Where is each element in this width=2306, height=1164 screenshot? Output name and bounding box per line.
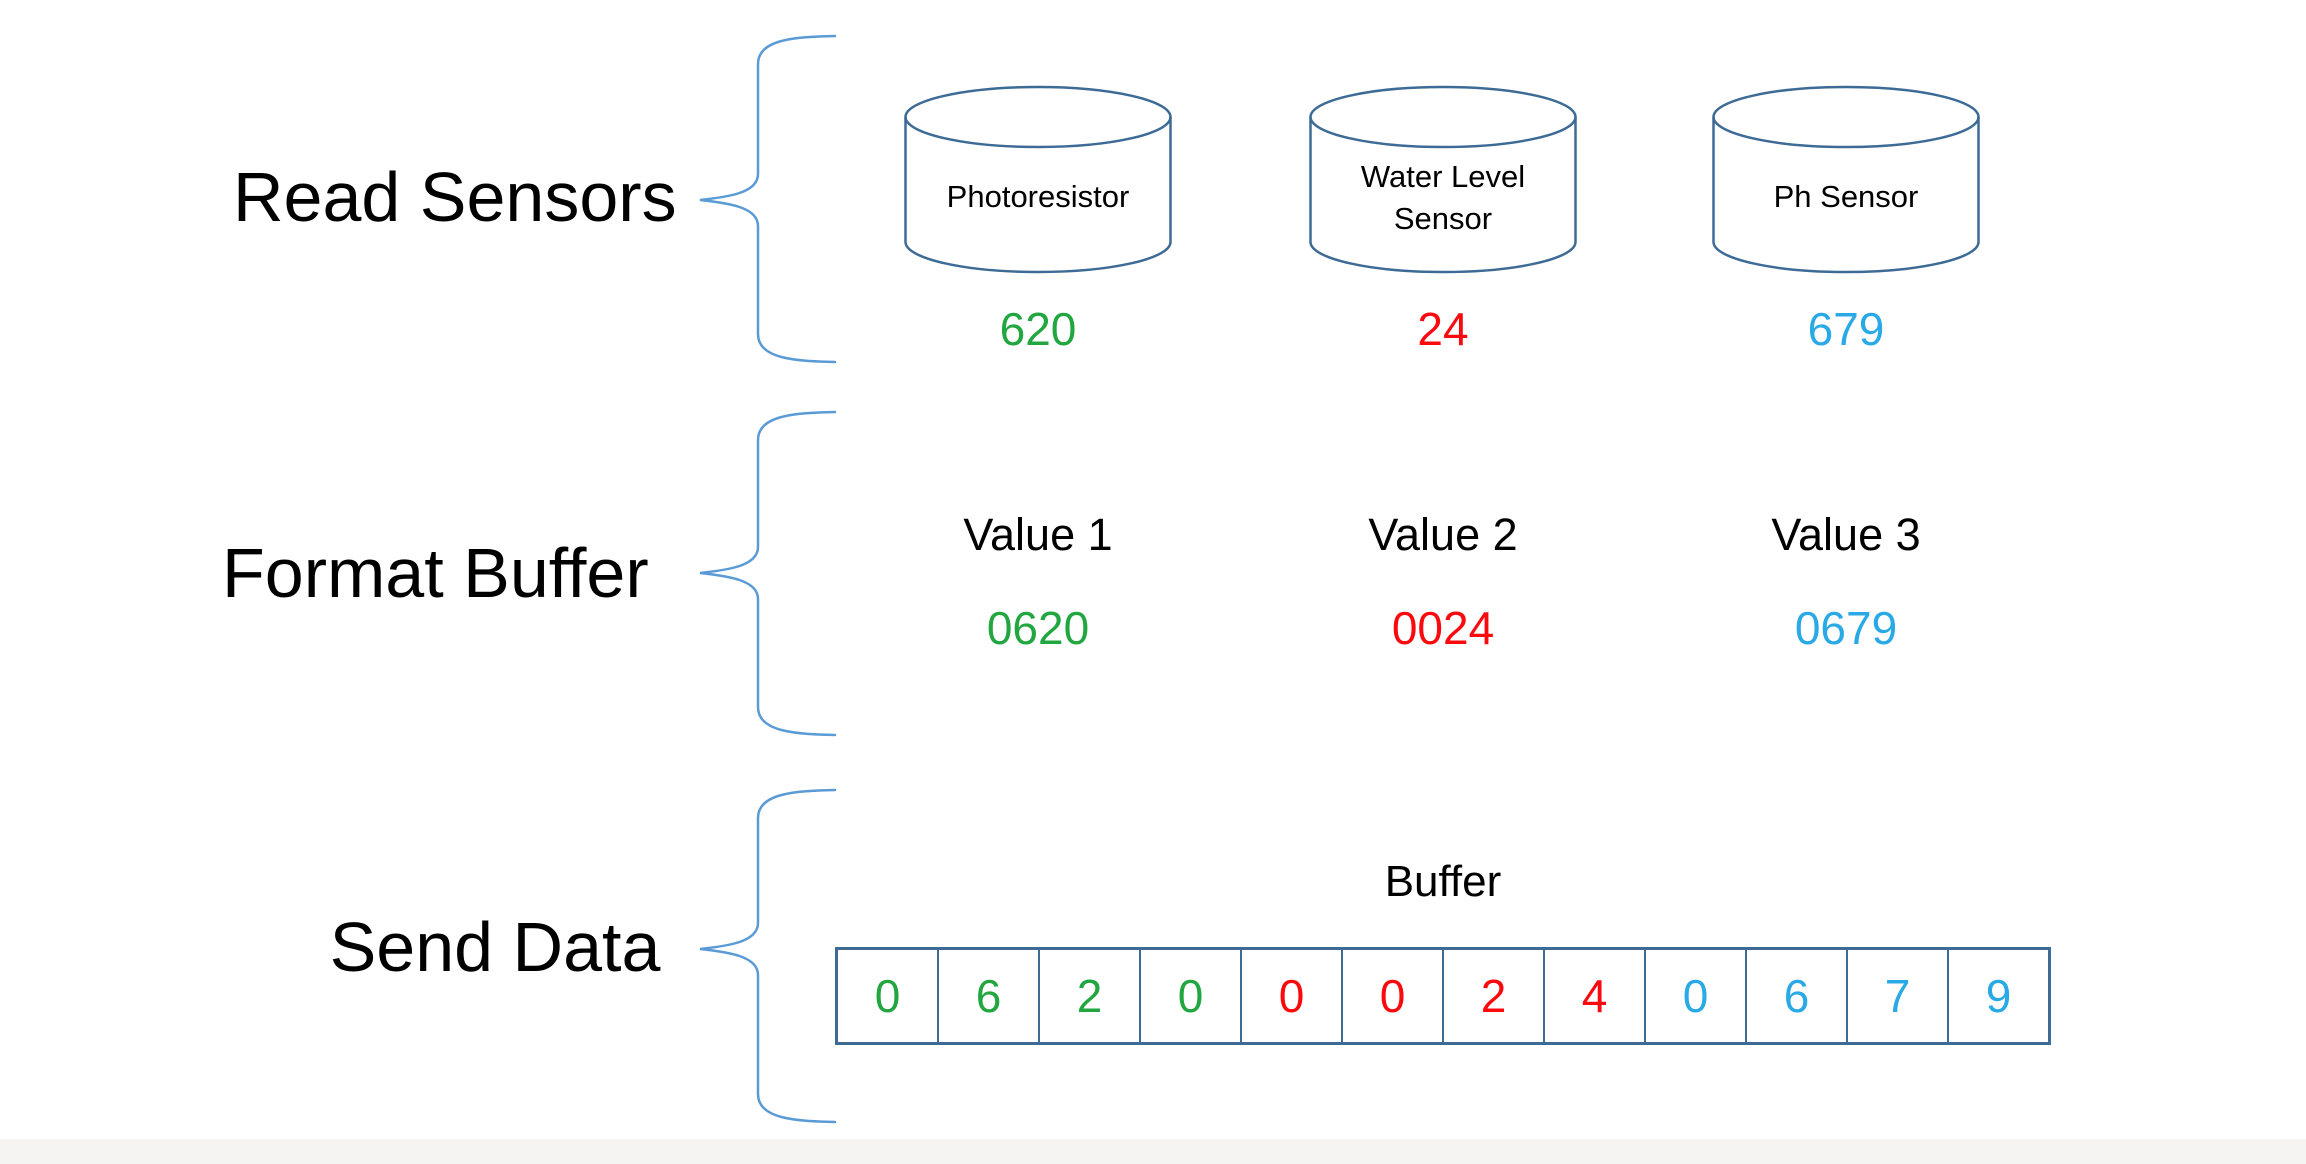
sensor-name-photoresistor: Photoresistor <box>946 179 1130 214</box>
value-label-1: Value 1 <box>963 509 1113 560</box>
buffer-cell: 0 <box>874 970 901 1022</box>
curly-brace-icon-send-data <box>699 788 837 1124</box>
stage-label-format-buffer: Format Buffer <box>222 534 649 612</box>
sensor-reading-ph: 679 <box>1807 303 1885 355</box>
buffer-cell: 6 <box>937 950 1038 1042</box>
buffer-cell: 0 <box>1644 950 1745 1042</box>
formatted-value-3: 0679 <box>1794 602 1898 654</box>
stage-label-send-data: Send Data <box>329 908 661 986</box>
sensor-reading-photoresistor: 620 <box>999 303 1077 355</box>
buffer-cell: 7 <box>1846 950 1947 1042</box>
value-label-2: Value 2 <box>1368 509 1518 560</box>
buffer-cell: 4 <box>1543 950 1644 1042</box>
stage-label-read-sensors: Read Sensors <box>233 158 677 236</box>
sensor-cylinder-photoresistor <box>904 85 1172 274</box>
buffer-cell: 0 <box>1341 950 1442 1042</box>
sensor-name-water-level: Water Level Sensor <box>1360 159 1526 236</box>
formatted-value-2: 0024 <box>1391 602 1495 654</box>
buffer-cell: 6 <box>1745 950 1846 1042</box>
buffer-cell: 2 <box>1038 950 1139 1042</box>
buffer-cell: 0 <box>1240 950 1341 1042</box>
value-label-3: Value 3 <box>1771 509 1921 560</box>
buffer-cell: 9 <box>1947 950 2048 1042</box>
buffer-table: 0 6 2 0 0 0 2 4 0 6 7 9 <box>835 947 2051 1045</box>
formatted-value-1: 0620 <box>986 602 1090 654</box>
buffer-title: Buffer <box>1384 857 1502 906</box>
curly-brace-icon-format-buffer <box>699 410 837 737</box>
sensor-cylinder-ph <box>1712 85 1980 274</box>
sensor-reading-water-level: 24 <box>1417 303 1469 355</box>
buffer-cell: 2 <box>1442 950 1543 1042</box>
sensor-name-ph: Ph Sensor <box>1773 179 1919 214</box>
buffer-cell: 0 <box>1139 950 1240 1042</box>
sensor-cylinder-water-level <box>1309 85 1577 274</box>
curly-brace-icon-read-sensors <box>699 34 837 364</box>
bottom-strip <box>0 1139 2306 1164</box>
